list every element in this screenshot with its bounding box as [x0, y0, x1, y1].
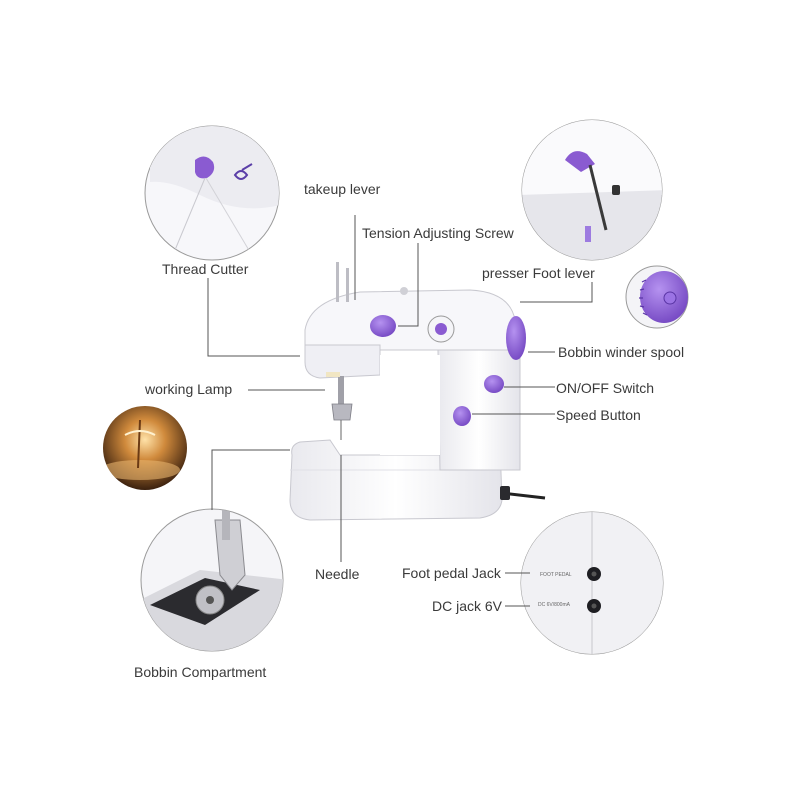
label-foot-pedal-jack: Foot pedal Jack: [402, 565, 501, 581]
foot-pedal-panel-text: FOOT PEDAL: [540, 572, 572, 578]
dc-spec-panel-text: DC 6V/800mA: [538, 602, 571, 608]
label-tension-screw: Tension Adjusting Screw: [362, 225, 514, 241]
bobbin-compartment-leader: [211, 449, 290, 510]
label-takeup-lever: takeup lever: [304, 181, 381, 197]
label-working-lamp: working Lamp: [145, 381, 233, 397]
presser-foot-leader: [520, 282, 593, 303]
jack-panel-inset: FOOT PEDAL DC 6V/800mA: [520, 511, 664, 655]
label-needle: Needle: [315, 566, 360, 582]
label-bobbin-winder: Bobbin winder spool: [558, 344, 685, 360]
label-dc-jack: DC jack 6V: [432, 598, 503, 614]
label-thread-cutter: Thread Cutter: [162, 261, 249, 277]
thread-cutter-inset: [144, 125, 280, 261]
tension-screw-leader: [398, 243, 419, 327]
thread-cutter-leader: [207, 278, 300, 357]
label-bobbin-compartment: Bobbin Compartment: [134, 664, 267, 680]
presser-foot-inset: [521, 119, 663, 261]
working-lamp-inset: [103, 406, 187, 490]
label-presser-foot-lever: presser Foot lever: [482, 265, 595, 281]
leader-lines: [207, 215, 593, 607]
sewing-machine: [289, 262, 546, 521]
bobbin-winder-inset: [625, 265, 689, 329]
label-on-off-switch: ON/OFF Switch: [556, 380, 655, 396]
bobbin-compartment-inset: [140, 508, 284, 652]
label-speed-button: Speed Button: [556, 407, 641, 423]
